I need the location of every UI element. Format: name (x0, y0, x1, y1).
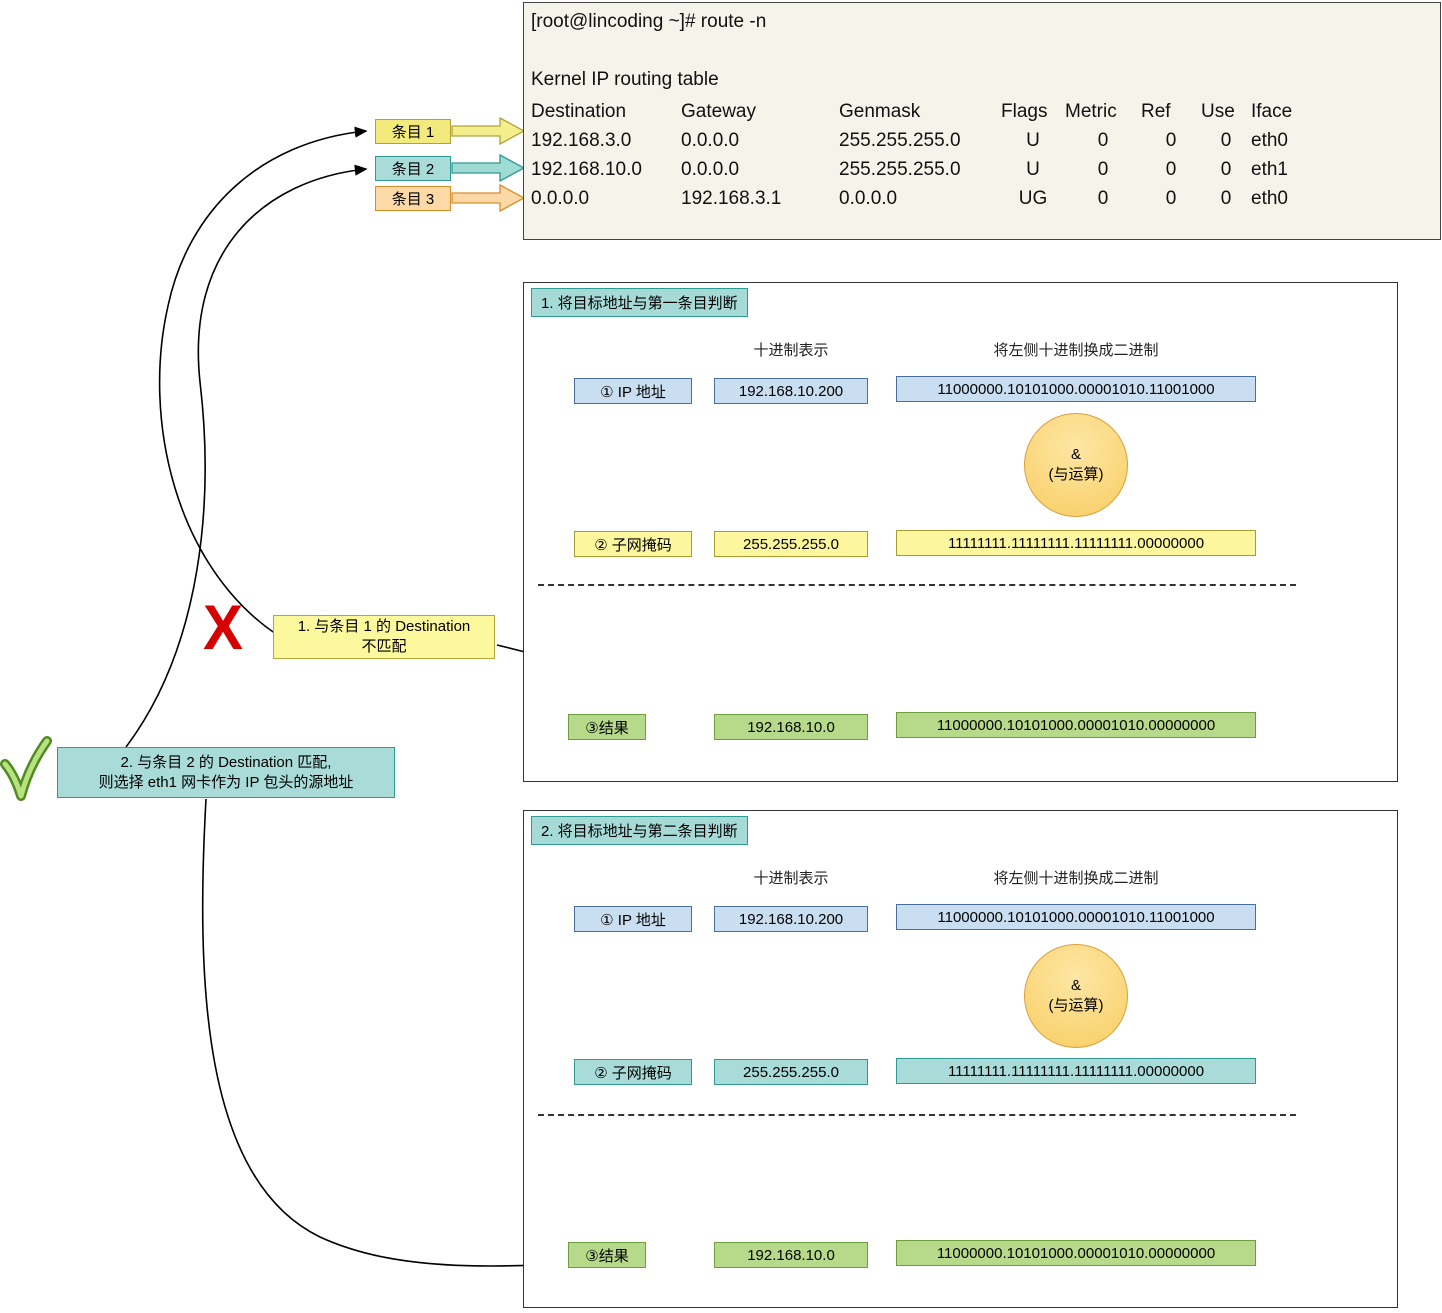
table-cell: UG (1018, 187, 1048, 209)
match-note-line1: 2. 与条目 2 的 Destination 匹配, (120, 753, 332, 771)
separator-dashed-line (538, 1114, 1296, 1116)
and-operation-label: (与运算) (1048, 466, 1104, 483)
table-cell: 192.168.3.1 (681, 187, 782, 209)
and-operation-label: (与运算) (1048, 997, 1104, 1014)
mask-decimal-value: 255.255.255.0 (714, 531, 868, 557)
connector-match-to-entry2 (125, 164, 368, 748)
mismatch-note-line2: 不匹配 (361, 638, 407, 655)
terminal-prompt: [root@lincoding ~]# route -n (531, 11, 767, 32)
step-2-panel: 2. 将目标地址与第二条目判断 十进制表示 将左侧十进制换成二进制 ① IP 地… (523, 810, 1398, 1308)
column-header: Flags (1001, 100, 1048, 122)
result-label: ③结果 (568, 714, 646, 740)
and-operation-circle: & (与运算) (1024, 413, 1128, 517)
table-cell: U (1026, 129, 1040, 151)
ip-address-label: ① IP 地址 (574, 906, 692, 932)
result-label: ③结果 (568, 1242, 646, 1268)
separator-dashed-line (538, 584, 1296, 586)
table-cell: U (1026, 158, 1040, 180)
binary-column-header: 将左侧十进制换成二进制 (993, 342, 1159, 359)
table-cell: 0 (1220, 129, 1232, 151)
ip-binary-value: 11000000.10101000.00001010.11001000 (896, 376, 1256, 402)
entry2-arrow-icon (451, 153, 526, 183)
table-cell: 0.0.0.0 (839, 187, 898, 209)
match-note: 2. 与条目 2 的 Destination 匹配, 则选择 eth1 网卡作为… (57, 747, 395, 798)
entry1-arrow-icon (451, 116, 526, 146)
column-header: Genmask (839, 100, 921, 122)
step-1-title: 1. 将目标地址与第一条目判断 (531, 288, 748, 317)
table-cell: 0 (1220, 187, 1232, 209)
decimal-column-header: 十进制表示 (753, 870, 829, 887)
entry-label: 条目 3 (391, 191, 435, 208)
and-operation-circle: & (与运算) (1024, 944, 1128, 1048)
column-header: Gateway (681, 100, 756, 122)
table-cell: 0 (1165, 158, 1177, 180)
checkmark-icon (0, 736, 52, 801)
table-cell: 0 (1097, 158, 1109, 180)
match-note-line2: 则选择 eth1 网卡作为 IP 包头的源地址 (98, 773, 354, 791)
connector-mismatch-to-entry1 (158, 126, 368, 635)
checkmark-icon-inner (2, 738, 50, 799)
subnet-mask-label: ② 子网掩码 (574, 1059, 692, 1085)
step-2-title: 2. 将目标地址与第二条目判断 (531, 816, 748, 845)
table-cell: 0.0.0.0 (681, 129, 740, 151)
ip-decimal-value: 192.168.10.200 (714, 378, 868, 404)
mismatch-note: 1. 与条目 1 的 Destination 不匹配 (273, 615, 495, 659)
routing-table-title: Kernel IP routing table (531, 69, 719, 90)
table-cell: 192.168.10.0 (531, 158, 642, 180)
table-cell: 0 (1165, 129, 1177, 151)
and-symbol: & (1070, 446, 1081, 463)
entry-box-1: 条目 1 (375, 119, 451, 144)
and-symbol: & (1070, 977, 1081, 994)
x-mark-icon: X (203, 592, 244, 663)
ip-binary-value: 11000000.10101000.00001010.11001000 (896, 904, 1256, 930)
routing-table: Destination Gateway Genmask Flags Metric… (531, 97, 1341, 213)
terminal-panel: [root@lincoding ~]# route -n Kernel IP r… (523, 2, 1441, 240)
table-cell: 0.0.0.0 (531, 187, 590, 209)
column-header: Ref (1141, 100, 1171, 122)
subnet-mask-label: ② 子网掩码 (574, 531, 692, 557)
column-header: Destination (531, 100, 627, 122)
mask-decimal-value: 255.255.255.0 (714, 1059, 868, 1085)
table-cell: eth0 (1251, 129, 1288, 151)
table-cell: eth1 (1251, 158, 1288, 180)
result-binary-value: 11000000.10101000.00001010.00000000 (896, 712, 1256, 738)
column-header: Metric (1065, 100, 1117, 122)
entry3-arrow-icon (451, 183, 526, 213)
entry-label: 条目 2 (391, 161, 435, 178)
mask-binary-value: 11111111.11111111.11111111.00000000 (896, 1058, 1256, 1084)
step-1-panel: 1. 将目标地址与第一条目判断 十进制表示 将左侧十进制换成二进制 ① IP 地… (523, 282, 1398, 782)
result-binary-value: 11000000.10101000.00001010.00000000 (896, 1240, 1256, 1266)
table-cell: eth0 (1251, 187, 1288, 209)
table-cell: 0 (1165, 187, 1177, 209)
table-cell: 192.168.3.0 (531, 129, 632, 151)
column-header: Iface (1251, 100, 1293, 122)
entry-box-2: 条目 2 (375, 156, 451, 181)
ip-address-label: ① IP 地址 (574, 378, 692, 404)
result-decimal-value: 192.168.10.0 (714, 1242, 868, 1268)
result-decimal-value: 192.168.10.0 (714, 714, 868, 740)
table-cell: 0 (1097, 187, 1109, 209)
entry-box-3: 条目 3 (375, 186, 451, 211)
table-cell: 0 (1097, 129, 1109, 151)
table-cell: 0.0.0.0 (681, 158, 740, 180)
table-cell: 255.255.255.0 (839, 129, 961, 151)
mask-binary-value: 11111111.11111111.11111111.00000000 (896, 530, 1256, 556)
ip-decimal-value: 192.168.10.200 (714, 906, 868, 932)
column-header: Use (1201, 100, 1235, 122)
table-cell: 255.255.255.0 (839, 158, 961, 180)
entry-label: 条目 1 (391, 124, 435, 141)
decimal-column-header: 十进制表示 (753, 342, 829, 359)
mismatch-note-line1: 1. 与条目 1 的 Destination (297, 618, 471, 635)
binary-column-header: 将左侧十进制换成二进制 (993, 870, 1159, 887)
table-cell: 0 (1220, 158, 1232, 180)
